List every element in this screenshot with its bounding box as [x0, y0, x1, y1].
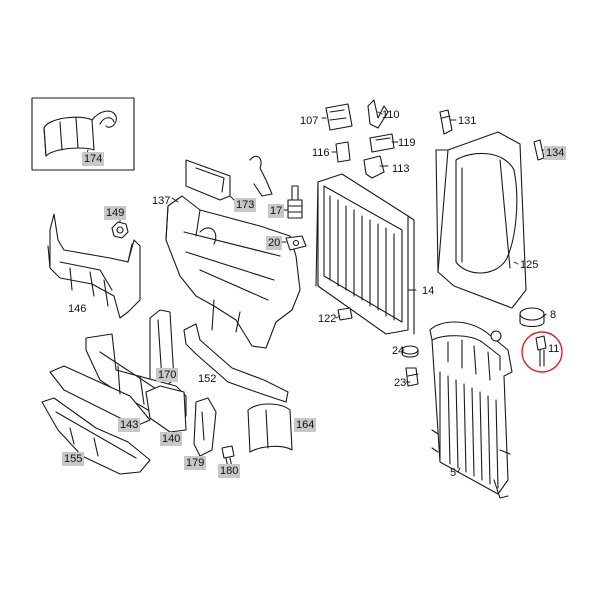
callout-17[interactable]: 17	[268, 204, 285, 218]
part-152-strip	[183, 323, 289, 403]
callout-119[interactable]: 119	[398, 137, 416, 149]
part-125-fan-shroud	[435, 131, 527, 309]
part-122-grommet	[337, 307, 353, 321]
callout-164[interactable]: 164	[294, 418, 317, 432]
part-11-sensor	[521, 331, 563, 373]
callout-137[interactable]: 137	[152, 195, 171, 207]
callout-152[interactable]: 152	[198, 373, 217, 385]
part-14-radiator	[315, 173, 415, 335]
callout-143[interactable]: 143	[118, 418, 141, 432]
callout-134[interactable]: 134	[544, 146, 567, 160]
part-137-shroud	[165, 195, 301, 349]
part-20-pad	[285, 235, 307, 251]
callout-155[interactable]: 155	[62, 452, 85, 466]
callout-131[interactable]: 131	[458, 115, 477, 127]
callout-179[interactable]: 179	[184, 456, 207, 470]
callout-5[interactable]: 5	[450, 467, 457, 479]
callout-113[interactable]: 113	[392, 163, 410, 175]
callout-122[interactable]: 122	[318, 313, 337, 325]
part-180-bolt	[221, 445, 235, 469]
callout-20[interactable]: 20	[266, 236, 283, 250]
part-17-bolt	[287, 185, 303, 219]
part-8-cap	[519, 307, 545, 328]
callout-116[interactable]: 116	[312, 147, 330, 159]
part-119-block	[369, 133, 395, 153]
part-23-plug	[405, 367, 419, 387]
part-5-radiator	[429, 321, 513, 499]
callout-170[interactable]: 170	[156, 368, 179, 382]
part-179-bracket	[193, 397, 217, 457]
callout-110[interactable]: 110	[382, 109, 400, 121]
inset-frame-174	[31, 97, 135, 171]
part-116-block	[335, 141, 351, 163]
part-149-nut	[111, 221, 129, 239]
leader-lines	[85, 111, 547, 473]
callout-23[interactable]: 23	[394, 377, 407, 389]
callout-180[interactable]: 180	[218, 464, 241, 478]
callout-24[interactable]: 24	[392, 345, 405, 357]
callout-174[interactable]: 174	[82, 152, 105, 166]
callout-125[interactable]: 125	[520, 259, 539, 271]
part-146-bracket	[47, 213, 141, 319]
part-107-connector	[325, 103, 353, 131]
callout-140[interactable]: 140	[160, 432, 183, 446]
callout-146[interactable]: 146	[68, 303, 87, 315]
callout-8[interactable]: 8	[550, 309, 557, 321]
callout-14[interactable]: 14	[422, 285, 435, 297]
callout-107[interactable]: 107	[300, 115, 319, 127]
part-173-clip	[185, 155, 273, 201]
part-140-deflector	[145, 385, 187, 433]
part-110-clip	[367, 99, 389, 129]
part-164-cover	[247, 403, 293, 453]
callout-11[interactable]: 11	[548, 343, 560, 355]
part-24-washer	[401, 345, 419, 358]
part-155-lower-panel	[41, 397, 151, 475]
callout-149[interactable]: 149	[104, 206, 127, 220]
part-131-clip	[439, 109, 453, 135]
part-113-bracket	[363, 155, 385, 179]
callout-173[interactable]: 173	[234, 198, 257, 212]
